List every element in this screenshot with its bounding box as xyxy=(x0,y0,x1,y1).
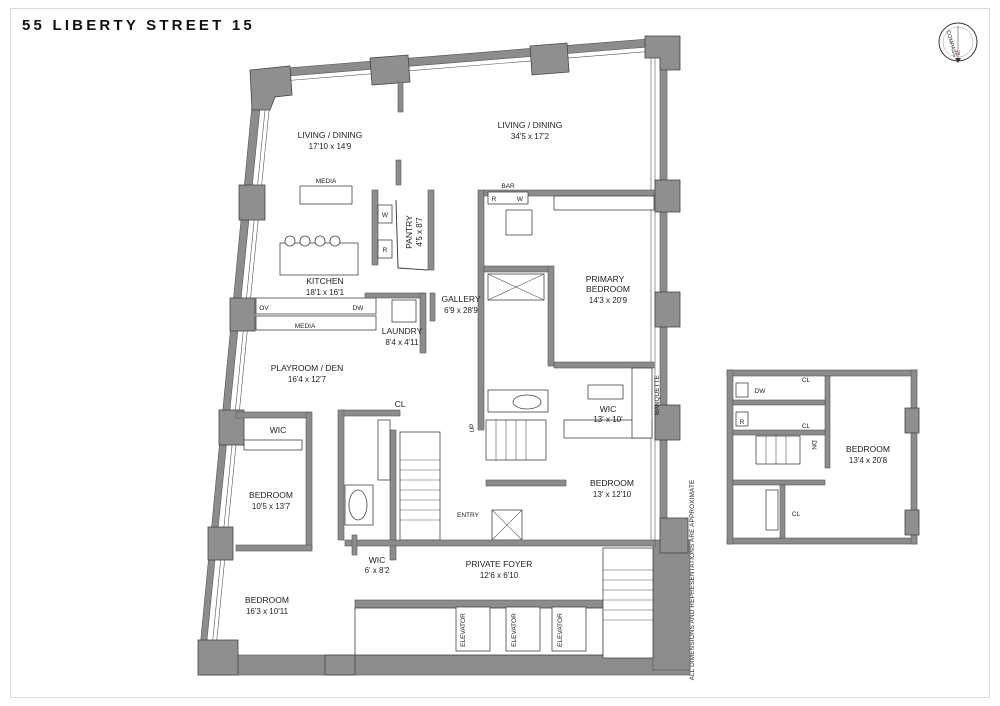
disclaimer-text: ALL DIMENSIONS AND REPRESENTATIONS ARE A… xyxy=(689,480,696,681)
structural-columns xyxy=(197,35,689,676)
room-living-dining-west-dims: 17'10 x 14'9 xyxy=(309,142,352,151)
label-annex-cl-3: CL xyxy=(792,511,801,518)
room-bedroom-east-name: BEDROOM xyxy=(590,478,634,488)
room-pantry-dims: 4'5 x 8'7 xyxy=(415,217,424,247)
room-primary-bedroom-line1: PRIMARY xyxy=(586,274,625,284)
room-private-foyer-name: PRIVATE FOYER xyxy=(466,559,533,569)
label-annex-cl-1: CL xyxy=(802,377,811,384)
label-bar-r: R xyxy=(492,196,497,203)
room-wic-primary-dims: 13' x 10' xyxy=(593,415,623,424)
room-bedroom-east-dims: 13' x 12'10 xyxy=(593,490,632,499)
interior-walls xyxy=(235,81,656,659)
drawing-frame xyxy=(10,8,990,698)
room-playroom-name: PLAYROOM / DEN xyxy=(271,363,344,373)
label-up: UP xyxy=(469,423,476,432)
label-annex-r: R xyxy=(740,419,745,426)
label-elevator-2: ELEVATOR xyxy=(511,613,518,647)
room-private-foyer-dims: 12'6 x 6'10 xyxy=(480,571,519,580)
room-kitchen-name: KITCHEN xyxy=(306,276,343,286)
label-entry: ENTRY xyxy=(457,512,480,519)
label-banquette: BANQUETTE xyxy=(654,374,661,414)
label-bar: BAR xyxy=(501,183,515,190)
room-living-dining-east-name: LIVING / DINING xyxy=(498,120,563,130)
room-bedroom-southwest-dims: 16'3 x 10'11 xyxy=(246,607,289,616)
label-media-kitchen: MEDIA xyxy=(295,323,316,330)
label-elevator-3: ELEVATOR xyxy=(557,613,564,647)
room-gallery-name: GALLERY xyxy=(441,294,480,304)
label-annex-cl-2: CL xyxy=(802,423,811,430)
room-living-dining-east-dims: 34'5 x 17'2 xyxy=(511,132,550,141)
label-ov: OV xyxy=(259,305,269,312)
annex-unit xyxy=(726,369,920,545)
room-laundry-dims: 8'4 x 4'11 xyxy=(385,338,419,347)
room-gallery-dims: 6'9 x 28'9 xyxy=(444,306,478,315)
room-primary-bedroom-line2: BEDROOM xyxy=(586,284,630,294)
room-bedroom-west-dims: 10'5 x 13'7 xyxy=(252,502,291,511)
room-wic-small-name: WIC xyxy=(369,555,386,565)
label-dw: DW xyxy=(353,305,365,312)
label-pantry-w: W xyxy=(382,212,389,219)
label-bar-w: W xyxy=(517,196,524,203)
label-annex-dw: DW xyxy=(755,388,767,395)
room-primary-bedroom-dims: 14'3 x 20'9 xyxy=(589,296,628,305)
page-title: 55 LIBERTY STREET 15 xyxy=(22,17,255,34)
room-pantry-name: PANTRY xyxy=(404,215,414,249)
room-wic-primary-name: WIC xyxy=(600,404,617,414)
label-pantry-r: R xyxy=(383,247,388,254)
room-kitchen-dims: 18'1 x 16'1 xyxy=(306,288,345,297)
label-annex-dn: DN xyxy=(810,440,817,450)
room-bedroom-annex-name: BEDROOM xyxy=(846,444,890,454)
room-bedroom-southwest-name: BEDROOM xyxy=(245,595,289,605)
room-bedroom-annex-dims: 13'4 x 20'8 xyxy=(849,456,888,465)
room-bedroom-west-name: BEDROOM xyxy=(249,490,293,500)
room-wic-small-dims: 6' x 8'2 xyxy=(365,566,390,575)
fixture-labels: MEDIA MEDIA BAR R W W R OV DW BANQUETTE … xyxy=(259,178,817,647)
room-living-dining-west-name: LIVING / DINING xyxy=(298,130,363,140)
room-laundry-name: LAUNDRY xyxy=(382,326,423,336)
room-playroom-dims: 16'4 x 12'7 xyxy=(288,375,327,384)
label-elevator-1: ELEVATOR xyxy=(460,613,467,647)
compass-north: N xyxy=(956,51,960,57)
compass-icon: COMPASS N xyxy=(938,22,978,63)
room-labels: LIVING / DINING 17'10 x 14'9 LIVING / DI… xyxy=(245,120,890,616)
label-cl-west: CL xyxy=(395,399,406,409)
label-wic-west: WIC xyxy=(270,425,287,435)
label-media-living: MEDIA xyxy=(316,178,337,185)
